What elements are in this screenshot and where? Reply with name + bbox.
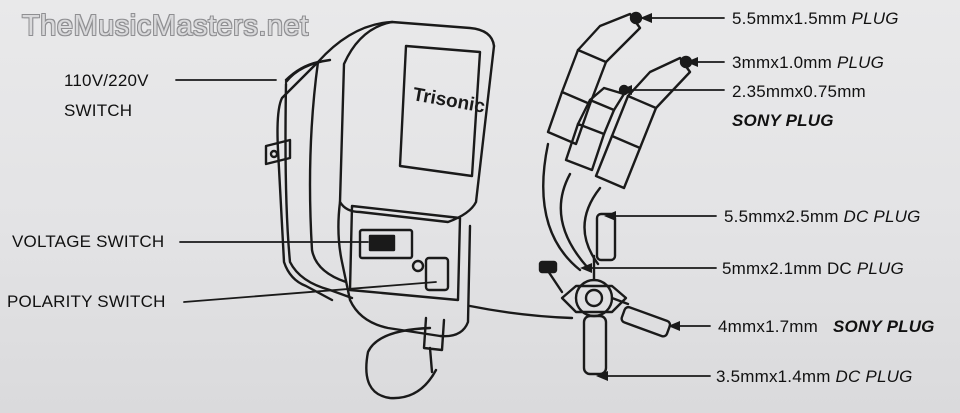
label-plug-5-5x2-5: 5.5mmx2.5mm DC PLUG xyxy=(724,208,921,225)
leader-lines-left xyxy=(175,79,437,303)
label-voltage-switch: VOLTAGE SWITCH xyxy=(12,232,165,251)
plug-3-5x1-4-type: DC PLUG xyxy=(835,367,913,386)
plug-5-5x2-5-size: 5.5mmx2.5mm xyxy=(724,207,839,226)
plug-4x1-7-type: SONY PLUG xyxy=(832,317,935,336)
label-plug-3-5x1-4: 3.5mmx1.4mm DC PLUG xyxy=(716,368,913,385)
label-110-220-switch-line2: SWITCH xyxy=(64,101,133,120)
brand-logo: Trisonic xyxy=(411,84,487,117)
plug-5-5x1-5 xyxy=(546,11,643,146)
plug-cables xyxy=(542,142,602,272)
plug-3-5x1-4-size: 3.5mmx1.4mm xyxy=(716,367,831,386)
plug-5-5x2-5-type: DC PLUG xyxy=(843,207,921,226)
plug-5x2-1-type: PLUG xyxy=(856,259,904,278)
plug-hub xyxy=(468,212,672,376)
plug-4x1-7-size: 4mmx1.7mm xyxy=(718,317,819,336)
label-polarity-switch: POLARITY SWITCH xyxy=(7,292,166,311)
plug-5-5x1-5-size: 5.5mmx1.5mm xyxy=(732,9,847,28)
label-plug-5x2-1: 5mmx2.1mm DC PLUG xyxy=(722,260,904,277)
label-plug-5-5x1-5: 5.5mmx1.5mm PLUG xyxy=(732,10,899,27)
label-110-220-switch-line1: 110V/220V xyxy=(64,71,149,90)
plug-5-5x1-5-type: PLUG xyxy=(851,9,899,28)
plug-3x1-0 xyxy=(594,55,693,190)
plug-3x1-0-size: 3mmx1.0mm xyxy=(732,53,833,72)
power-adapter-body xyxy=(264,20,496,400)
leader-arrowheads xyxy=(580,13,698,381)
label-plug-4x1-7: 4mmx1.7mm SONY PLUG xyxy=(718,318,935,335)
label-plug-3x1-0: 3mmx1.0mm PLUG xyxy=(732,54,884,71)
plug-5x2-1-size: 5mmx2.1mm DC xyxy=(722,259,852,278)
plug-3x1-0-type: PLUG xyxy=(836,53,885,72)
label-plug-2-35x0-75-type: SONY PLUG xyxy=(732,111,834,130)
label-plug-2-35x0-75-size: 2.35mmx0.75mm xyxy=(732,82,866,101)
watermark-text: TheMusicMasters.net xyxy=(22,10,309,42)
